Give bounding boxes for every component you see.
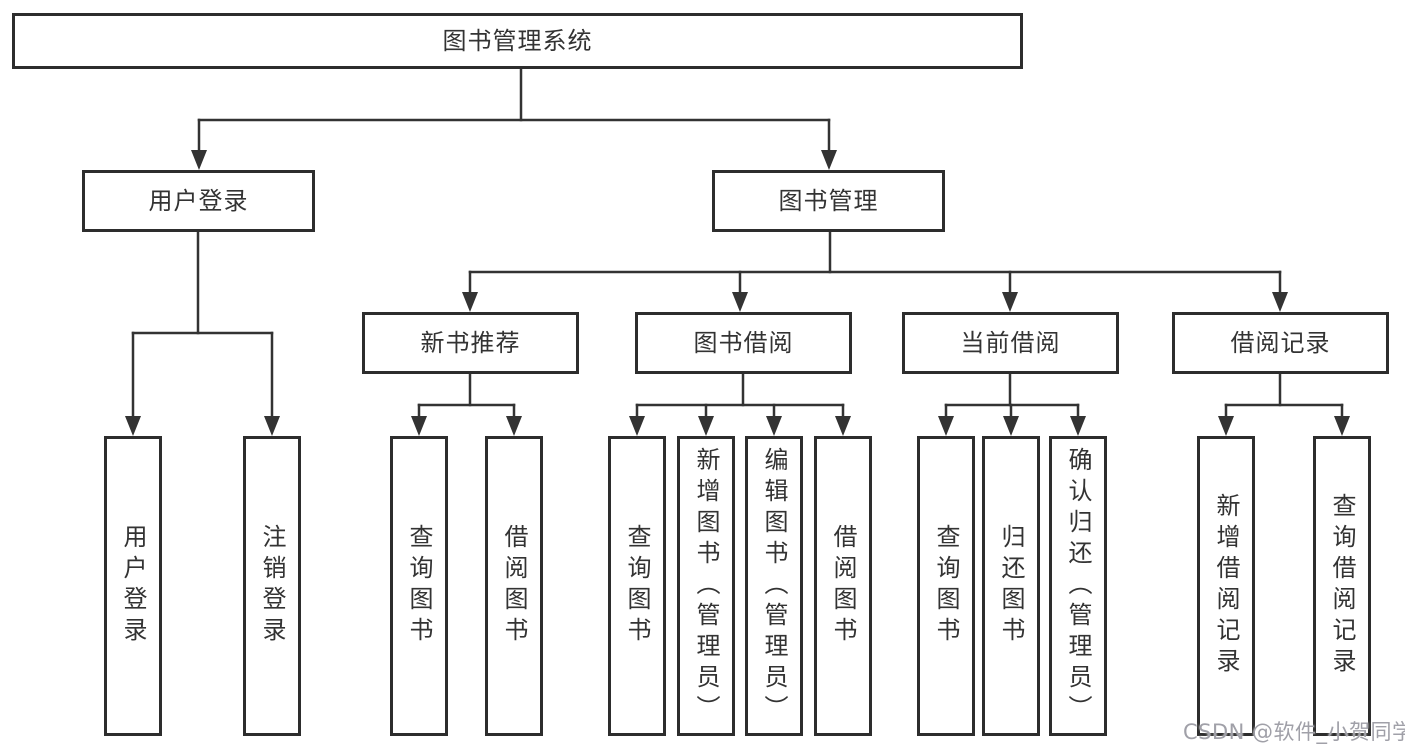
leaf-borrowing-add-book-admin: 新增图书（管理员） bbox=[677, 436, 735, 736]
leaf-recommend-borrow-book: 借阅图书 bbox=[485, 436, 543, 736]
leaf-records-add-record: 新增借阅记录 bbox=[1197, 436, 1255, 736]
node-user-login: 用户登录 bbox=[82, 170, 315, 232]
node-book-borrowing: 图书借阅 bbox=[635, 312, 852, 374]
csdn-watermark: CSDN @软件_小贺同学 bbox=[1183, 720, 1405, 744]
leaf-logout: 注销登录 bbox=[243, 436, 301, 736]
leaf-current-confirm-return-admin: 确认归还（管理员） bbox=[1049, 436, 1107, 736]
node-current-borrowing: 当前借阅 bbox=[902, 312, 1119, 374]
leaf-borrowing-edit-book-admin: 编辑图书（管理员） bbox=[745, 436, 803, 736]
node-book-management: 图书管理 bbox=[712, 170, 945, 232]
node-library-system: 图书管理系统 bbox=[12, 13, 1023, 69]
leaf-records-query-record: 查询借阅记录 bbox=[1313, 436, 1371, 736]
leaf-borrowing-borrow-book: 借阅图书 bbox=[814, 436, 872, 736]
node-borrowing-records: 借阅记录 bbox=[1172, 312, 1389, 374]
leaf-current-query-book: 查询图书 bbox=[917, 436, 975, 736]
leaf-recommend-query-book: 查询图书 bbox=[390, 436, 448, 736]
node-new-book-recommend: 新书推荐 bbox=[362, 312, 579, 374]
leaf-user-login: 用户登录 bbox=[104, 436, 162, 736]
leaf-current-return-book: 归还图书 bbox=[982, 436, 1040, 736]
leaf-borrowing-query-book: 查询图书 bbox=[608, 436, 666, 736]
